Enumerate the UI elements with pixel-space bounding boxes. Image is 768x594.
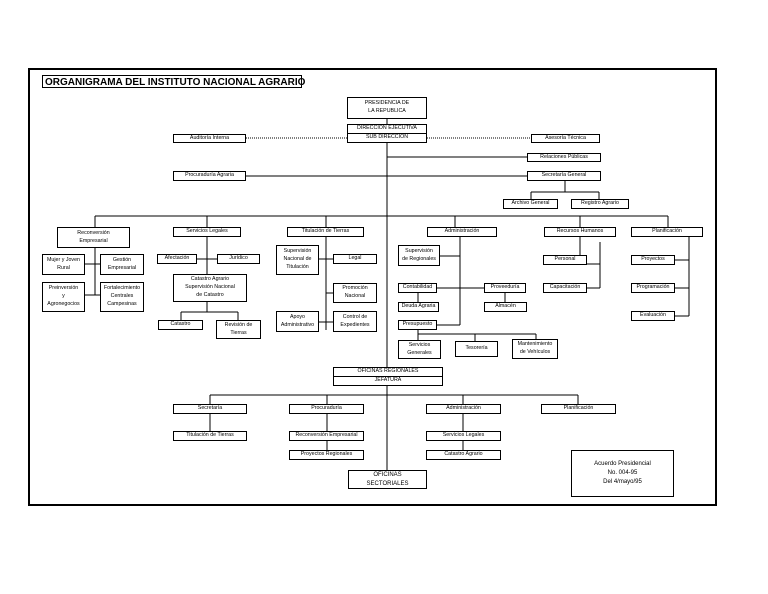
node-capacitacion[interactable]: Capacitación: [543, 283, 587, 293]
node-afectacion[interactable]: Afectación: [157, 254, 197, 264]
node-deuda-agraria[interactable]: Deuda Agraria: [398, 302, 439, 312]
node-contabilidad[interactable]: Contabilidad: [398, 283, 437, 293]
node-legal[interactable]: Legal: [333, 254, 377, 264]
node-regional-procuraduria[interactable]: Procuraduría: [289, 404, 364, 414]
node-programacion[interactable]: Programación: [631, 283, 675, 293]
node-regional-reconversion[interactable]: Reconversión Empresarial: [289, 431, 364, 441]
page-title: ORGANIGRAMA DEL INSTITUTO NACIONAL AGRAR…: [42, 75, 305, 88]
node-almacen[interactable]: Almacén: [484, 302, 527, 312]
node-regional-servicios-legales[interactable]: Servicios Legales: [426, 431, 501, 441]
node-administracion[interactable]: Administración: [427, 227, 497, 237]
node-registro-agrario[interactable]: Registro Agrario: [571, 199, 629, 209]
node-regional-proyectos[interactable]: Proyectos Regionales: [289, 450, 364, 460]
node-titulacion-tierras[interactable]: Titulación de Tierras: [287, 227, 364, 237]
node-proyectos[interactable]: Proyectos: [631, 255, 675, 265]
node-evaluacion[interactable]: Evaluación: [631, 311, 675, 321]
node-secretaria-general[interactable]: Secretaría General: [527, 171, 601, 181]
node-regional-planificacion[interactable]: Planificación: [541, 404, 616, 414]
node-auditoria-interna[interactable]: Auditoría Interna: [173, 134, 246, 143]
node-proveeduria[interactable]: Proveeduría: [484, 283, 526, 293]
node-asesoria-tecnica[interactable]: Asesoría Técnica: [531, 134, 600, 143]
node-servicios-legales[interactable]: Servicios Legales: [173, 227, 241, 237]
node-tesoreria[interactable]: Tesorería: [455, 341, 498, 357]
node-procuraduria-agraria[interactable]: Procuraduría Agraria: [173, 171, 246, 181]
node-regional-catastro[interactable]: Catastro Agrario: [426, 450, 501, 460]
node-catastro[interactable]: Catastro: [158, 320, 203, 330]
node-regional-administracion[interactable]: Administración: [426, 404, 501, 414]
node-relaciones-publicas[interactable]: Relaciones Públicas: [527, 153, 601, 162]
chart-frame: [28, 68, 717, 506]
node-juridico[interactable]: Jurídico: [217, 254, 260, 264]
node-archivo-general[interactable]: Archivo General: [503, 199, 558, 209]
node-personal[interactable]: Personal: [543, 255, 587, 265]
node-regional-titulacion[interactable]: Titulación de Tierras: [173, 431, 247, 441]
node-presupuesto[interactable]: Presupuesto: [398, 320, 437, 330]
node-regional-secretaria[interactable]: Secretaría: [173, 404, 247, 414]
node-recursos-humanos[interactable]: Recursos Humanos: [544, 227, 616, 237]
node-planificacion[interactable]: Planificación: [631, 227, 703, 237]
